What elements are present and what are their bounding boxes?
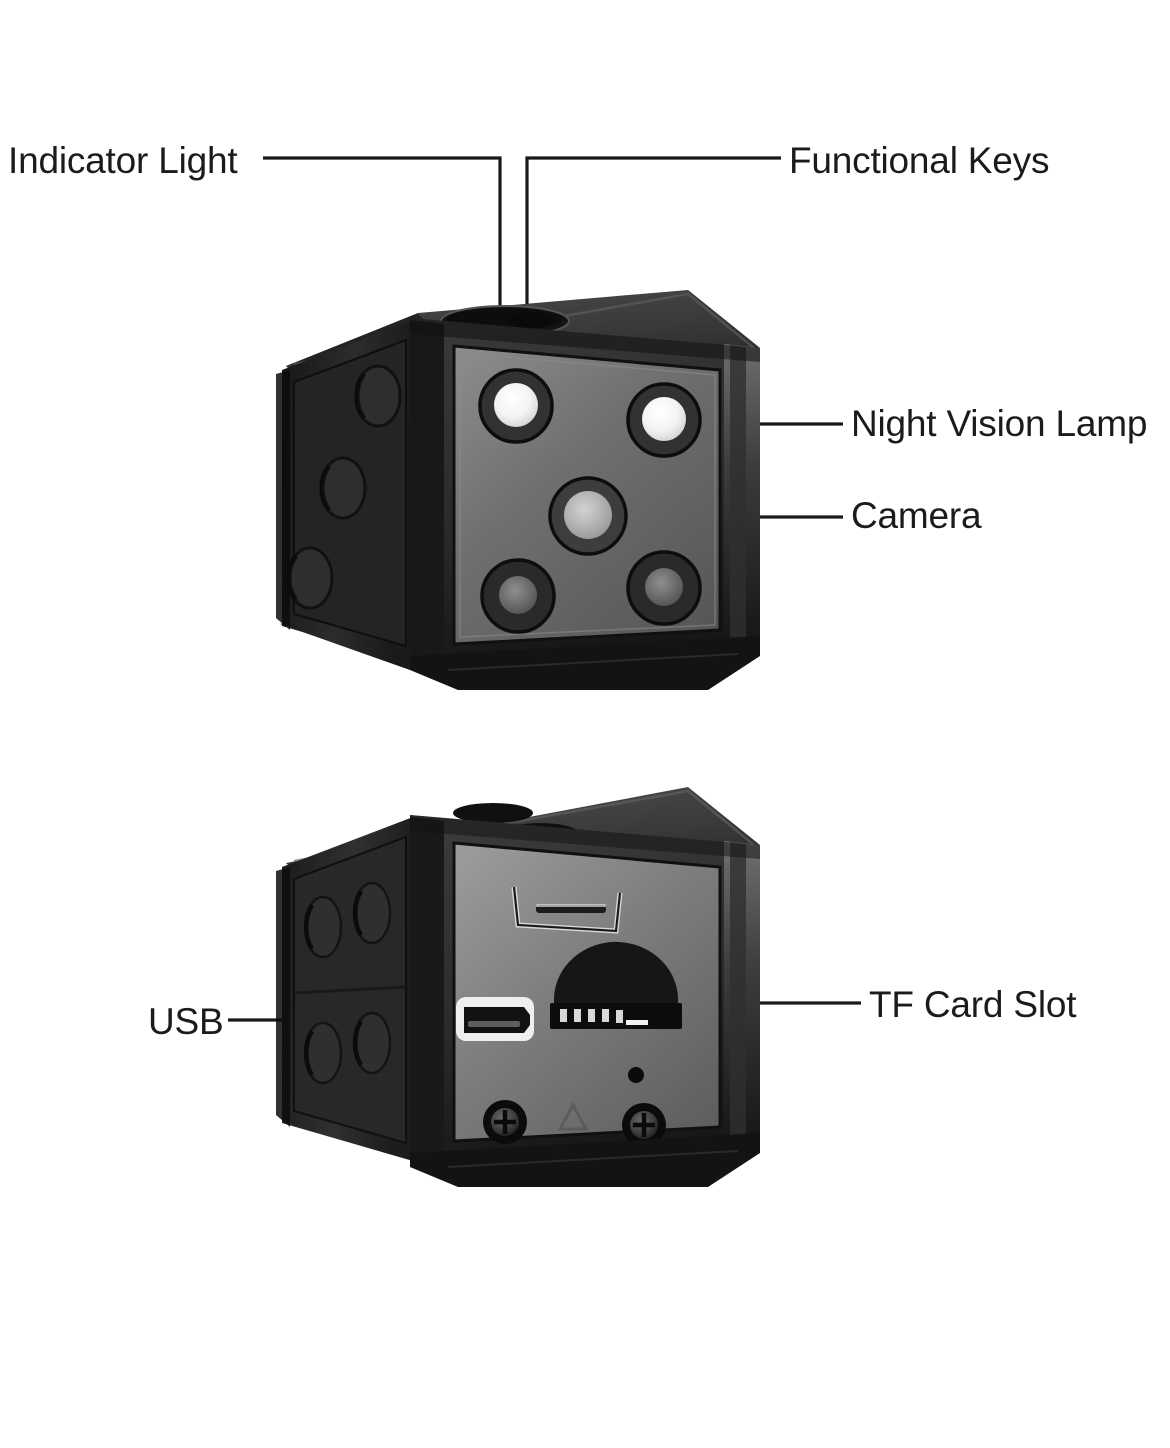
- functional-key: [509, 312, 553, 328]
- cover-clip: [511, 886, 623, 934]
- leader-indicator-light: [263, 156, 502, 322]
- screw-left: [483, 1100, 527, 1144]
- leader-functional-keys: [525, 156, 781, 318]
- dark-dot-bottom-right: [626, 550, 702, 626]
- label-tf-card-slot: TF Card Slot: [869, 984, 1077, 1025]
- device-rear-view: [276, 787, 760, 1187]
- tf-card-slot: [550, 1003, 682, 1029]
- front-face: [410, 318, 760, 690]
- reset-pinhole: [628, 1067, 644, 1083]
- triangle-mark: [557, 1101, 589, 1131]
- dark-dot-bottom-left: [480, 558, 556, 634]
- night-vision-lamp-top-left: [478, 368, 554, 444]
- left-face: [276, 318, 413, 670]
- label-usb: USB: [148, 1001, 224, 1042]
- device-front-view: [276, 290, 760, 690]
- camera-lens: [548, 476, 628, 556]
- micro-usb-port: [456, 997, 534, 1041]
- tf-slot-dome: [554, 941, 679, 1013]
- night-vision-lamp-top-right: [626, 382, 702, 458]
- rear-left-face-dimples: [303, 881, 392, 1085]
- rear-face: [410, 815, 760, 1187]
- label-functional-keys: Functional Keys: [789, 140, 1050, 181]
- screw-right: [622, 1103, 666, 1147]
- left-face-dimples: [286, 364, 402, 610]
- label-indicator-light: Indicator Light: [8, 140, 238, 181]
- label-night-vision-lamp: Night Vision Lamp: [851, 403, 1148, 444]
- label-camera: Camera: [851, 495, 982, 536]
- rear-button-recess: [453, 803, 533, 823]
- rear-left-face: [276, 817, 413, 1161]
